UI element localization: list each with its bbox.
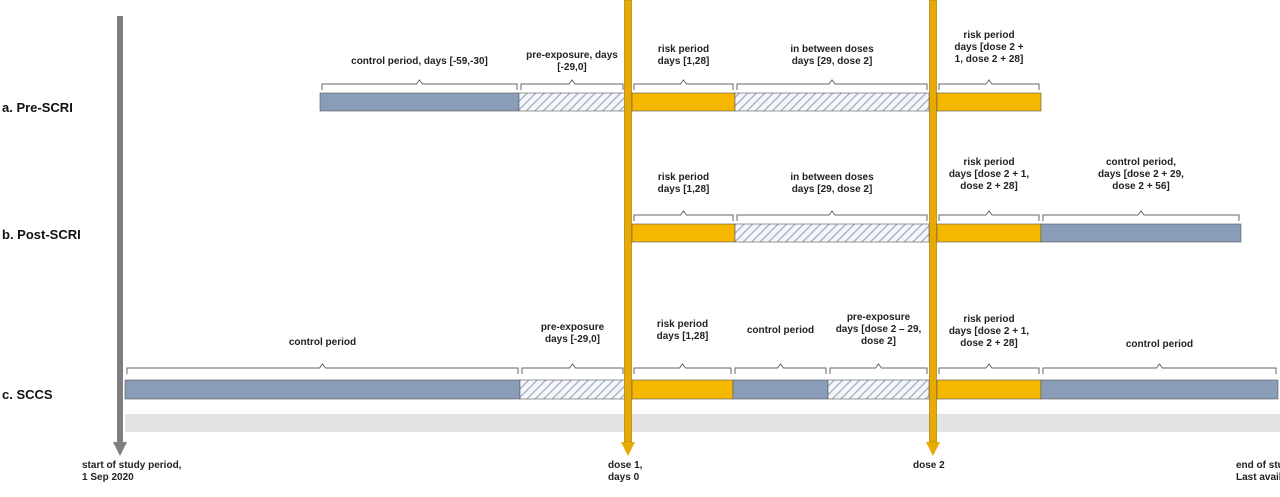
- timeline-arrow-shaft: [117, 16, 123, 442]
- marker-label: start of study period,1 Sep 2020: [82, 460, 182, 483]
- row-label: b. Post-SCRI: [2, 227, 81, 242]
- timeline-baseline: [125, 414, 1280, 432]
- period-bracket: [633, 79, 734, 90]
- timeline-arrow-shaft: [929, 0, 937, 443]
- period-bracket: [633, 210, 734, 221]
- period-bar-control: [732, 379, 829, 400]
- period-bar-risk: [936, 223, 1042, 243]
- period-label: control period: [747, 325, 814, 336]
- period-bar-control: [124, 379, 521, 400]
- period-bracket: [938, 79, 1040, 90]
- period-bracket: [1042, 363, 1277, 374]
- period-bracket: [736, 210, 928, 221]
- period-bracket: [938, 210, 1040, 221]
- period-bracket: [736, 79, 928, 90]
- period-label: control period: [1126, 339, 1193, 350]
- period-bracket: [1042, 210, 1240, 221]
- period-bracket: [520, 79, 624, 90]
- period-bracket: [521, 363, 624, 374]
- timeline-arrow-head: [113, 442, 127, 456]
- period-label: control period,days [dose 2 + 29,dose 2 …: [1098, 157, 1184, 192]
- period-bar-risk: [631, 92, 736, 112]
- marker-label: dose 1,days 0: [608, 460, 643, 483]
- period-label: control period: [289, 337, 356, 348]
- timeline-arrow-head: [621, 442, 635, 456]
- period-bar-risk: [631, 379, 734, 400]
- period-bar-hatch: [734, 223, 930, 243]
- period-label: pre-exposure, days[-29,0]: [526, 50, 618, 73]
- timeline-arrow-head: [926, 442, 940, 456]
- period-bracket: [938, 363, 1040, 374]
- timeline-arrow-shaft: [624, 0, 632, 443]
- marker-label: dose 2: [913, 460, 945, 471]
- period-label: control period, days [-59,-30]: [351, 56, 488, 67]
- period-bracket: [126, 363, 519, 374]
- period-bracket: [633, 363, 732, 374]
- period-bar-risk: [936, 379, 1042, 400]
- period-bracket: [829, 363, 928, 374]
- row-label: a. Pre-SCRI: [2, 100, 73, 115]
- period-bar-risk: [936, 92, 1042, 112]
- period-bar-control: [1040, 379, 1279, 400]
- period-bar-control: [1040, 223, 1242, 243]
- period-bar-control: [319, 92, 520, 112]
- row-1: a. Pre-SCRI control period, days [-59,-30…: [2, 30, 1042, 115]
- period-bracket: [734, 363, 827, 374]
- period-bracket: [321, 79, 518, 90]
- row-label: c. SCCS: [2, 387, 53, 402]
- period-bar-risk: [631, 223, 736, 243]
- marker-label: end of study period,Last available data: [1236, 460, 1280, 483]
- period-bar-hatch: [827, 379, 930, 400]
- period-bar-hatch: [519, 379, 626, 400]
- period-bar-hatch: [734, 92, 930, 112]
- period-bar-hatch: [518, 92, 626, 112]
